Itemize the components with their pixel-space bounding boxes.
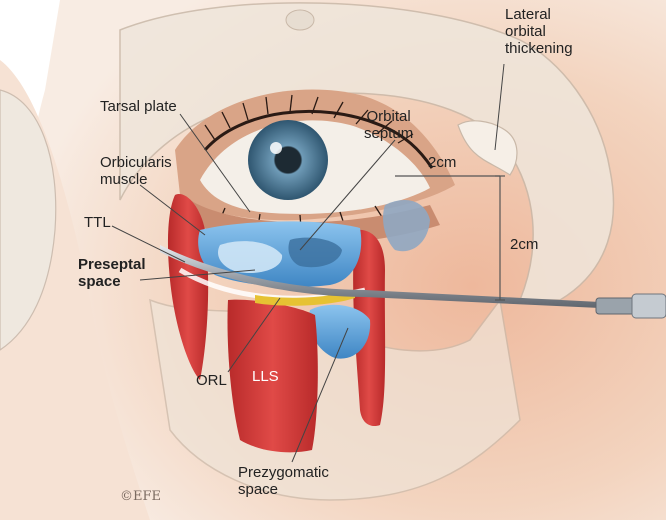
label-prezygomatic-space: Prezygomatic space (238, 464, 329, 498)
label-tarsal-plate: Tarsal plate (100, 98, 177, 115)
label-lls: LLS (252, 368, 279, 385)
label-line: Lateral (505, 6, 551, 23)
artist-signature: ©EFE (120, 489, 161, 504)
label-line: Orbital (366, 108, 411, 125)
label-line: orbital (505, 23, 546, 40)
iris (248, 120, 328, 200)
cannula (160, 245, 600, 308)
label-line: septum (364, 125, 414, 142)
label-line: space (78, 273, 121, 290)
label-preseptal-space: Preseptal space (78, 256, 146, 290)
label-lateral-orbital-thickening: Lateral orbital thickening (505, 6, 573, 57)
nasal-bone (0, 89, 57, 351)
label-measure-vertical: 2cm (510, 236, 539, 253)
cannula-hub (595, 297, 637, 315)
label-line: Preseptal (78, 256, 146, 273)
lls-muscle (227, 299, 318, 453)
lateral-orbital-thickening (457, 120, 518, 176)
orbicularis-muscle (167, 194, 209, 380)
label-ttl: TTL (84, 214, 111, 231)
label-line: muscle (100, 171, 148, 188)
label-orbital-septum: Orbital septum (364, 108, 413, 142)
syringe (631, 293, 666, 319)
label-orl: ORL (196, 372, 227, 389)
prezygomatic-space-region (308, 304, 371, 359)
label-line: Prezygomatic (238, 464, 329, 481)
label-line: space (238, 481, 279, 498)
eyelashes (204, 94, 414, 229)
leader-lines (111, 63, 505, 463)
label-line: Orbicularis (100, 154, 172, 171)
label-measure-horizontal: 2cm (428, 154, 457, 171)
label-line: thickening (505, 40, 573, 57)
fat-strip (255, 290, 355, 306)
label-orbicularis-muscle: Orbicularis muscle (100, 154, 172, 188)
